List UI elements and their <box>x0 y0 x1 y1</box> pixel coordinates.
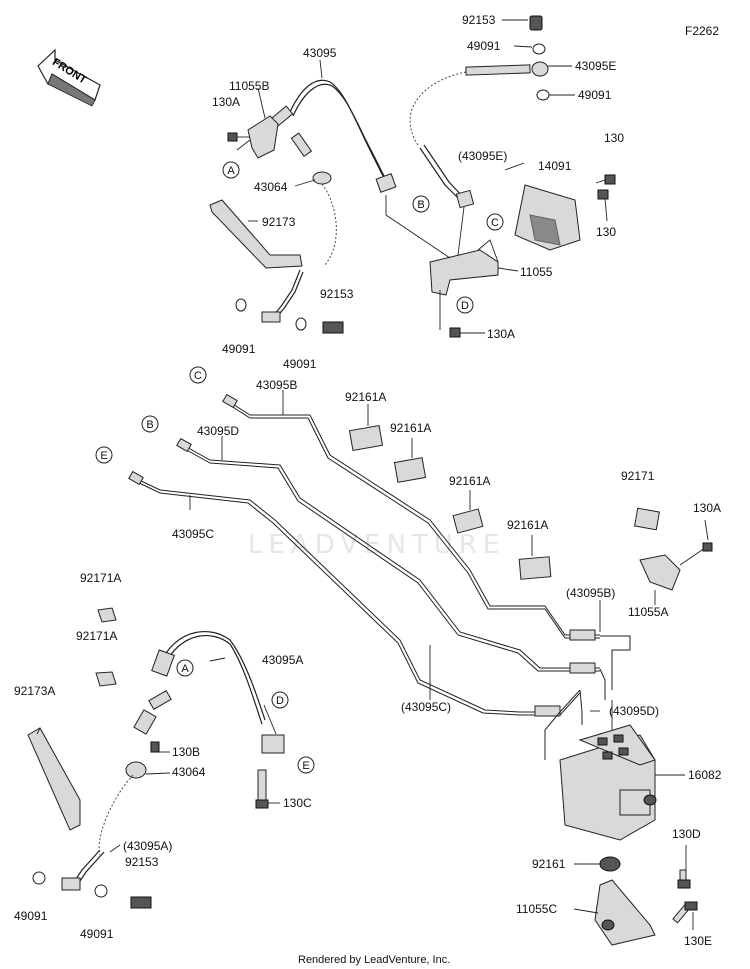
label-130A-3: 130A <box>693 501 721 515</box>
label-16082: 16082 <box>688 768 722 782</box>
label-92173: 92173 <box>262 215 296 229</box>
label-43095C-paren: (43095C) <box>401 700 451 714</box>
label-43095E: 43095E <box>575 59 616 73</box>
label-92161A-4: 92161A <box>507 518 548 532</box>
label-130A-1: 130A <box>212 95 240 109</box>
footer-credit: Rendered by LeadVenture, Inc. <box>298 954 450 966</box>
label-49091-bottom-mid: 49091 <box>80 927 114 941</box>
label-49091-right: 49091 <box>578 88 612 102</box>
label-43095C: 43095C <box>172 527 214 541</box>
label-130B: 130B <box>172 745 200 759</box>
label-130-a: 130 <box>604 131 624 145</box>
marker-e: E <box>100 450 107 462</box>
part-labels: 92153 49091 43095E 49091 43095 11055B 13… <box>14 13 722 948</box>
watermark: LEADVENTURE <box>248 530 505 560</box>
label-14091: 14091 <box>538 159 572 173</box>
label-43064-bot: 43064 <box>172 765 206 779</box>
label-11055B: 11055B <box>229 79 269 93</box>
marker-d-2: D <box>276 695 284 707</box>
label-130C: 130C <box>283 796 312 810</box>
label-43095A: 43095A <box>262 653 303 667</box>
front-brake-hose-group <box>209 59 397 334</box>
label-130-b: 130 <box>596 225 616 239</box>
rear-brake-hose-group <box>385 15 616 338</box>
label-92161A-3: 92161A <box>449 474 490 488</box>
label-92171: 92171 <box>621 469 655 483</box>
label-92161A-2: 92161A <box>390 421 431 435</box>
label-130E: 130E <box>684 934 712 948</box>
marker-d: D <box>461 300 469 312</box>
label-11055A: 11055A <box>628 605 668 619</box>
marker-a: A <box>227 165 235 177</box>
label-49091-left: 49091 <box>222 342 256 356</box>
label-11055C: 11055C <box>516 902 557 916</box>
label-43095B-paren: (43095B) <box>566 586 615 600</box>
label-11055: 11055 <box>520 265 553 279</box>
label-92173A: 92173A <box>14 684 55 698</box>
marker-c-2: C <box>194 370 202 382</box>
label-43095D-paren: (43095D) <box>609 704 659 718</box>
marker-e-2: E <box>302 760 309 772</box>
label-130D: 130D <box>672 827 701 841</box>
label-92153-mid: 92153 <box>320 287 354 301</box>
rear-hose-lower-group <box>27 607 285 909</box>
label-92161: 92161 <box>532 857 566 871</box>
label-49091-mid: 49091 <box>283 357 317 371</box>
diagram-code: F2262 <box>685 24 719 38</box>
label-130A-2: 130A <box>487 327 515 341</box>
label-92171A-1: 92171A <box>80 571 121 585</box>
marker-b: B <box>417 199 424 211</box>
front-arrow-icon: FRONT <box>37 48 101 107</box>
label-43095E-paren: (43095E) <box>458 149 507 163</box>
marker-a-2: A <box>181 663 189 675</box>
brake-pipes-group <box>128 390 631 760</box>
abs-unit-group <box>559 724 698 946</box>
label-43095D: 43095D <box>197 424 239 438</box>
label-43095A-paren: (43095A) <box>123 839 172 853</box>
label-49091-top: 49091 <box>467 39 501 53</box>
label-92153-bot: 92153 <box>125 855 159 869</box>
clamp-group-right <box>634 507 713 605</box>
label-43095B: 43095B <box>256 378 297 392</box>
label-43095-top: 43095 <box>303 46 337 60</box>
label-43064-top: 43064 <box>254 180 288 194</box>
label-49091-bottom-left: 49091 <box>14 909 48 923</box>
marker-b-2: B <box>146 419 153 431</box>
label-92153-top: 92153 <box>462 13 496 27</box>
hose-joint-group <box>348 404 552 580</box>
label-92171A-2: 92171A <box>76 629 117 643</box>
label-92161A-1: 92161A <box>345 390 386 404</box>
circle-markers: A B C D C B E A D E <box>95 161 504 774</box>
marker-c: C <box>491 217 499 229</box>
